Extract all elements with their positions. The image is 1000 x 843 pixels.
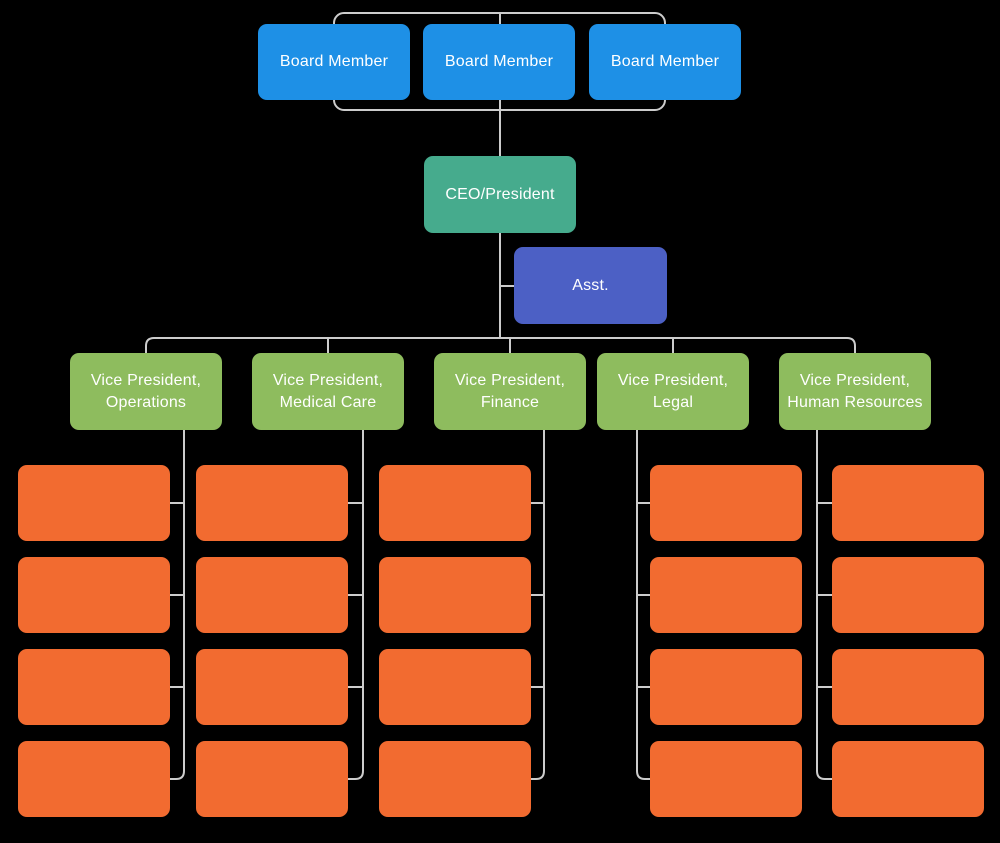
- subordinate-node-medical-care-3[interactable]: [196, 649, 348, 725]
- subordinate-node-human-resources-3[interactable]: [832, 649, 984, 725]
- connector: [145, 337, 856, 354]
- subordinate-node-legal-1[interactable]: [650, 465, 802, 541]
- connector: [530, 429, 545, 780]
- subordinate-node-legal-4[interactable]: [650, 741, 802, 817]
- subordinate-node-human-resources-2[interactable]: [832, 557, 984, 633]
- connector: [347, 429, 364, 780]
- node-label: Human Resources: [787, 393, 923, 411]
- node-label: Legal: [652, 393, 694, 411]
- subordinate-node-finance-3[interactable]: [379, 649, 531, 725]
- subordinate-node-finance-4[interactable]: [379, 741, 531, 817]
- node-label: Board Member: [444, 53, 554, 71]
- connector: [816, 429, 833, 780]
- vp-node-finance[interactable]: Vice President, Finance: [434, 353, 586, 430]
- node-label: Board Member: [610, 53, 720, 71]
- node-label: CEO/President: [445, 185, 555, 203]
- vp-node-human-resources[interactable]: Vice President, Human Resources: [779, 353, 931, 430]
- subordinate-node-human-resources-1[interactable]: [832, 465, 984, 541]
- board-member-3[interactable]: Board Member: [589, 24, 741, 100]
- ceo-node[interactable]: CEO/President: [424, 156, 576, 233]
- subordinate-node-operations-3[interactable]: [18, 649, 170, 725]
- subordinate-node-finance-1[interactable]: [379, 465, 531, 541]
- node-label: Vice President,: [90, 372, 202, 390]
- node-label: Vice President,: [454, 372, 566, 390]
- vp-node-operations[interactable]: Vice President, Operations: [70, 353, 222, 430]
- subordinate-node-operations-4[interactable]: [18, 741, 170, 817]
- node-label: Finance: [480, 393, 540, 411]
- board-member-2[interactable]: Board Member: [423, 24, 575, 100]
- node-label: Board Member: [279, 53, 389, 71]
- node-label: Medical Care: [279, 393, 377, 411]
- node-label: Asst.: [572, 276, 609, 294]
- assistant-node[interactable]: Asst.: [514, 247, 667, 324]
- vp-node-medical-care[interactable]: Vice President, Medical Care: [252, 353, 404, 430]
- connector: [636, 429, 651, 780]
- node-label: Vice President,: [272, 372, 384, 390]
- node-label: Vice President,: [799, 372, 911, 390]
- connector: [169, 429, 185, 780]
- vp-node-legal[interactable]: Vice President, Legal: [597, 353, 749, 430]
- subordinate-node-medical-care-4[interactable]: [196, 741, 348, 817]
- node-label: Operations: [105, 393, 187, 411]
- subordinate-node-legal-3[interactable]: [650, 649, 802, 725]
- subordinate-node-finance-2[interactable]: [379, 557, 531, 633]
- subordinate-node-human-resources-4[interactable]: [832, 741, 984, 817]
- subordinate-node-operations-1[interactable]: [18, 465, 170, 541]
- subordinate-node-legal-2[interactable]: [650, 557, 802, 633]
- subordinate-node-medical-care-1[interactable]: [196, 465, 348, 541]
- subordinate-node-operations-2[interactable]: [18, 557, 170, 633]
- node-label: Vice President,: [617, 372, 729, 390]
- subordinate-node-medical-care-2[interactable]: [196, 557, 348, 633]
- board-member-1[interactable]: Board Member: [258, 24, 410, 100]
